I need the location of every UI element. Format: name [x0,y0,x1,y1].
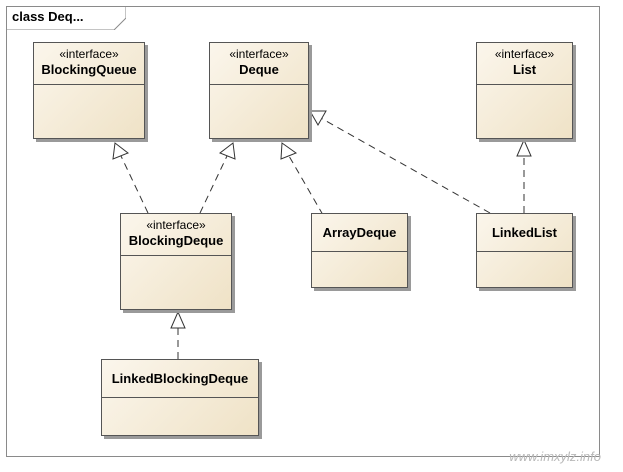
class-header: «interface» List [477,43,572,85]
realization-blockingdeque-deque [199,155,228,214]
class-array-deque[interactable]: ArrayDeque [311,213,408,288]
frame-title-tab [6,6,126,30]
class-name: BlockingQueue [41,62,137,77]
class-header: «interface» BlockingQueue [34,43,144,85]
class-blocking-deque[interactable]: «interface» BlockingDeque [120,213,232,310]
class-blocking-queue[interactable]: «interface» BlockingQueue [33,42,145,139]
stereotype-label: «interface» [229,47,289,61]
arrowhead-list [516,138,532,157]
arrowhead-blockingqueue [112,142,130,160]
realization-blockingdeque-blockingqueue [120,155,149,214]
class-list[interactable]: «interface» List [476,42,573,139]
arrowhead-deque-from-linkedlist [309,110,327,127]
class-header: ArrayDeque [312,214,407,252]
class-name: List [512,62,537,77]
arrowhead-deque-from-blockingdeque [218,142,236,160]
class-name: BlockingDeque [128,233,224,248]
class-header: LinkedBlockingDeque [102,360,258,398]
class-name: ArrayDeque [322,225,397,240]
arrowhead-deque-from-arraydeque [280,142,298,160]
class-deque[interactable]: «interface» Deque [209,42,309,139]
stereotype-label: «interface» [146,218,206,232]
class-name: LinkedList [491,225,557,240]
class-name: LinkedBlockingDeque [111,371,249,386]
class-linked-list[interactable]: LinkedList [476,213,573,288]
realization-linkedlist-deque [318,116,491,214]
stereotype-label: «interface» [59,47,119,61]
realization-arraydeque-deque [288,155,324,216]
class-header: LinkedList [477,214,572,252]
stereotype-label: «interface» [494,47,555,61]
class-name: Deque [239,62,279,77]
arrowhead-blockingdeque [170,310,186,329]
class-linked-blocking-deque[interactable]: LinkedBlockingDeque [101,359,259,436]
frame-title: class Deq... [12,9,84,24]
watermark-text: www.imxylz.info [509,449,601,464]
class-header: «interface» BlockingDeque [121,214,231,256]
class-header: «interface» Deque [210,43,308,85]
